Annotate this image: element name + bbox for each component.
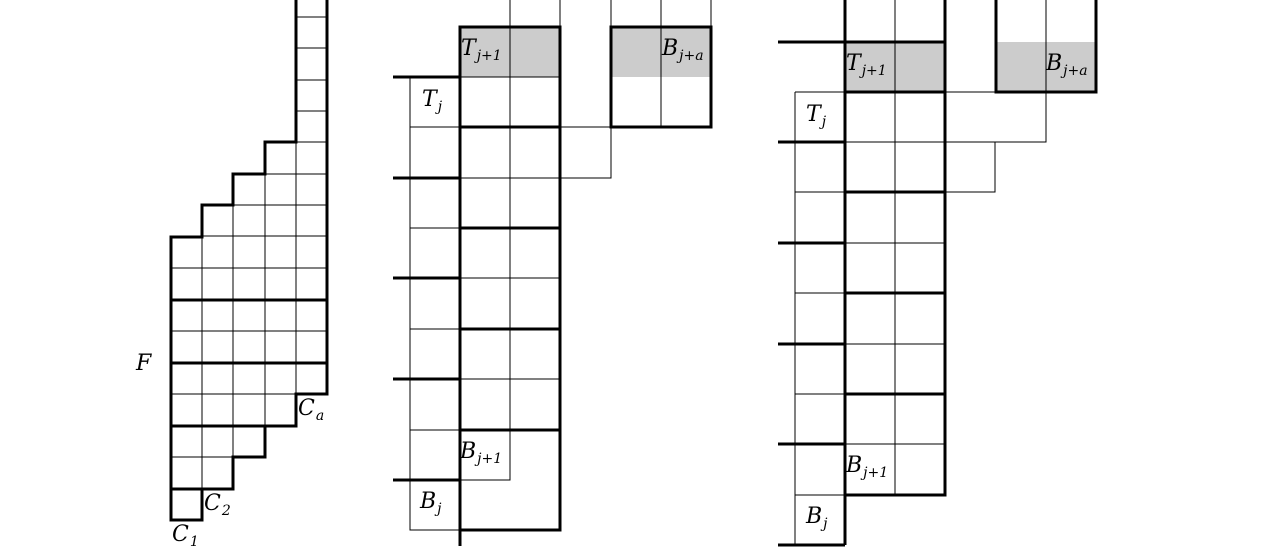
label-C2: C2 <box>204 491 231 519</box>
label-C1: C1 <box>172 522 199 550</box>
middle-diagram <box>393 0 713 546</box>
left-thin-grid <box>170 0 328 520</box>
label-right-B-j-plus-a: Bj+a <box>1045 51 1088 79</box>
label-middle-B-j: Bj <box>419 489 442 517</box>
label-Ca: Ca <box>298 396 324 424</box>
label-right-B-j-plus-1: Bj+1 <box>845 453 888 481</box>
middle-thick-outline <box>393 25 713 546</box>
label-F: F <box>135 351 152 376</box>
label-middle-B-j-plus-1: Bj+1 <box>459 439 502 467</box>
labels: F C1 C2 Ca Tj+1 Bj+a Tj Bj+1 Bj Tj+1 Bj+… <box>135 36 1088 550</box>
left-thick-outline <box>169 0 329 522</box>
left-staircase-diagram <box>169 0 329 522</box>
label-middle-T-j: Tj <box>422 87 443 115</box>
right-diagram <box>778 0 1098 547</box>
label-middle-B-j-plus-a: Bj+a <box>661 36 704 64</box>
right-thick-outline <box>778 0 1098 547</box>
label-right-T-j-plus-1: Tj+1 <box>846 51 887 79</box>
label-right-T-j: Tj <box>806 102 827 130</box>
label-middle-T-j-plus-1: Tj+1 <box>461 36 502 64</box>
label-right-B-j: Bj <box>805 504 828 532</box>
